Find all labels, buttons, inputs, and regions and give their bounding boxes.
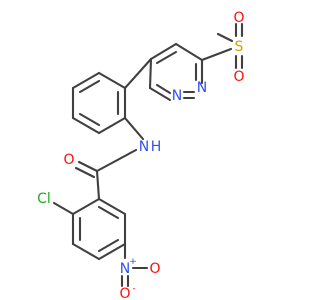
sulfonyl-oxygen-bottom-label: O	[233, 69, 244, 85]
nitro-nitrogen-charge: +	[129, 257, 137, 267]
amide-hydrogen-label: H	[151, 139, 162, 155]
nitro-nitrogen-label: N	[120, 261, 130, 277]
sulfonyl-oxygen-top-label: O	[233, 10, 244, 26]
carbonyl-oxygen-label: O	[63, 152, 74, 168]
nitro-oxygen-bottom-label: O	[119, 286, 130, 300]
nitro-oxygen-charge: -	[132, 284, 135, 294]
pyridazine-nitrogen-1-label: N	[172, 88, 182, 104]
amide-nitrogen-label: N	[139, 139, 149, 155]
molecule-canvas: S O O N N N H O Cl N + O O -	[37, 10, 245, 300]
molecule-structure: S O O N N N H O Cl N + O O -	[37, 10, 244, 300]
sulfur-atom-label: S	[235, 39, 244, 55]
bond-lines	[52, 22, 244, 288]
chlorine-atom-label: Cl	[37, 191, 51, 207]
nitro-oxygen-right-label: O	[149, 261, 160, 277]
pyridazine-nitrogen-2-label: N	[197, 80, 207, 96]
